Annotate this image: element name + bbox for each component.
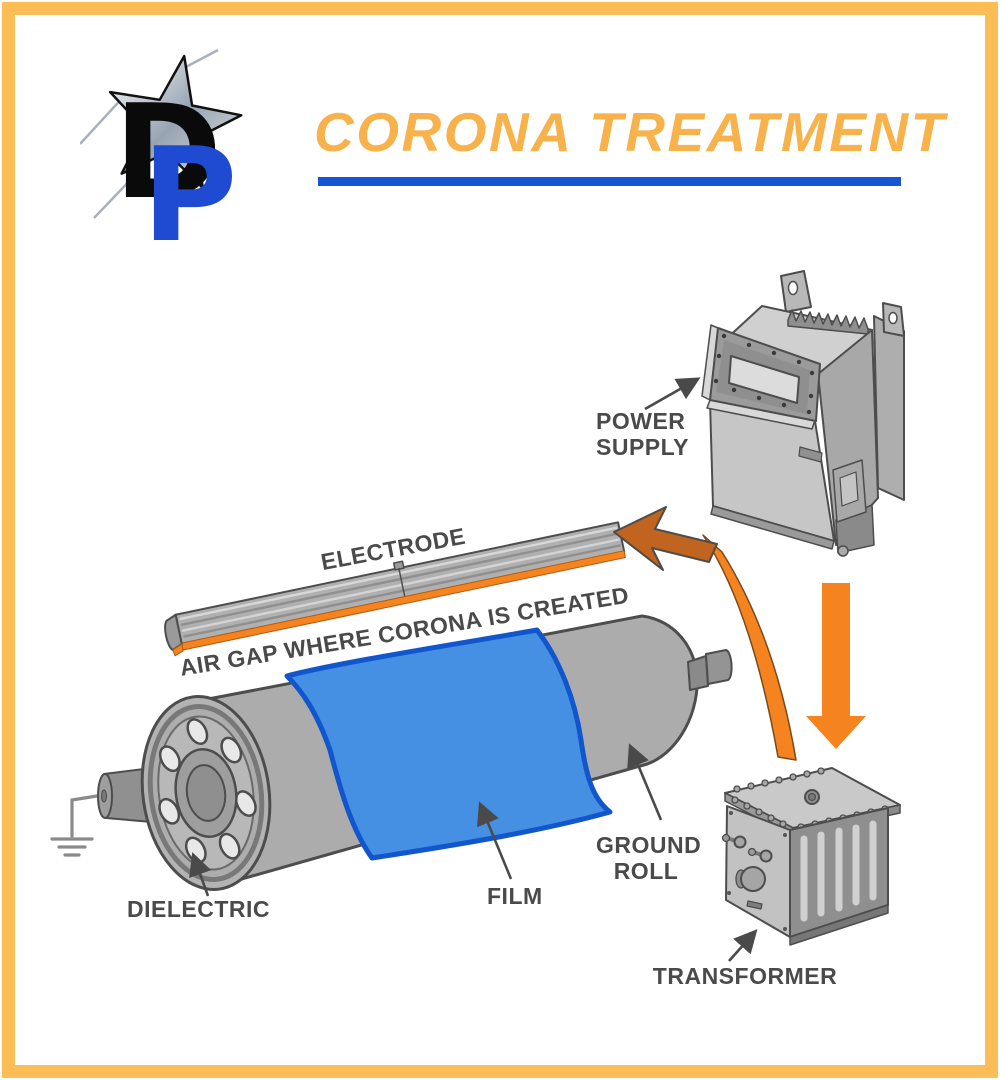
roll-end-face [140, 695, 272, 891]
film-sheet [284, 627, 613, 861]
power-flow-arrow-down [806, 583, 866, 749]
power-supply-label: POWER SUPPLY [596, 408, 689, 460]
label-pointer-arrows [189, 377, 758, 962]
ground-roll-pointer [627, 743, 663, 821]
logo-streaks [80, 48, 229, 219]
power-supply-pointer [644, 377, 701, 411]
transformer-fins [800, 820, 877, 922]
power-flow-arrow-curved [613, 506, 797, 761]
transformer-pointer [728, 929, 758, 962]
film-pointer [477, 801, 513, 880]
logo-letter-p: P [142, 119, 237, 253]
heat-sink-fins [787, 309, 869, 335]
star-icon [108, 54, 243, 190]
logo-letter-d: D [114, 76, 222, 228]
display-window [728, 355, 800, 404]
curved-arrowhead [613, 506, 718, 571]
electrode-illustration [164, 521, 626, 657]
power-supply-illustration [701, 270, 905, 557]
ground-symbol [50, 793, 105, 857]
film-label: FILM [487, 883, 543, 909]
title-underline [318, 177, 901, 186]
dp-logo: D P [80, 48, 243, 253]
dielectric-pointer [189, 852, 212, 897]
dielectric-label: DIELECTRIC [127, 896, 270, 922]
ground-roll-label: GROUND ROLL [596, 832, 702, 884]
panel-screws [713, 333, 815, 415]
left-face-screws [727, 811, 787, 931]
transformer-knobs [721, 833, 773, 910]
transformer-label: TRANSFORMER [652, 963, 838, 989]
transformer-illustration [721, 767, 901, 946]
page-title: CORONA TREATMENT [314, 101, 947, 163]
